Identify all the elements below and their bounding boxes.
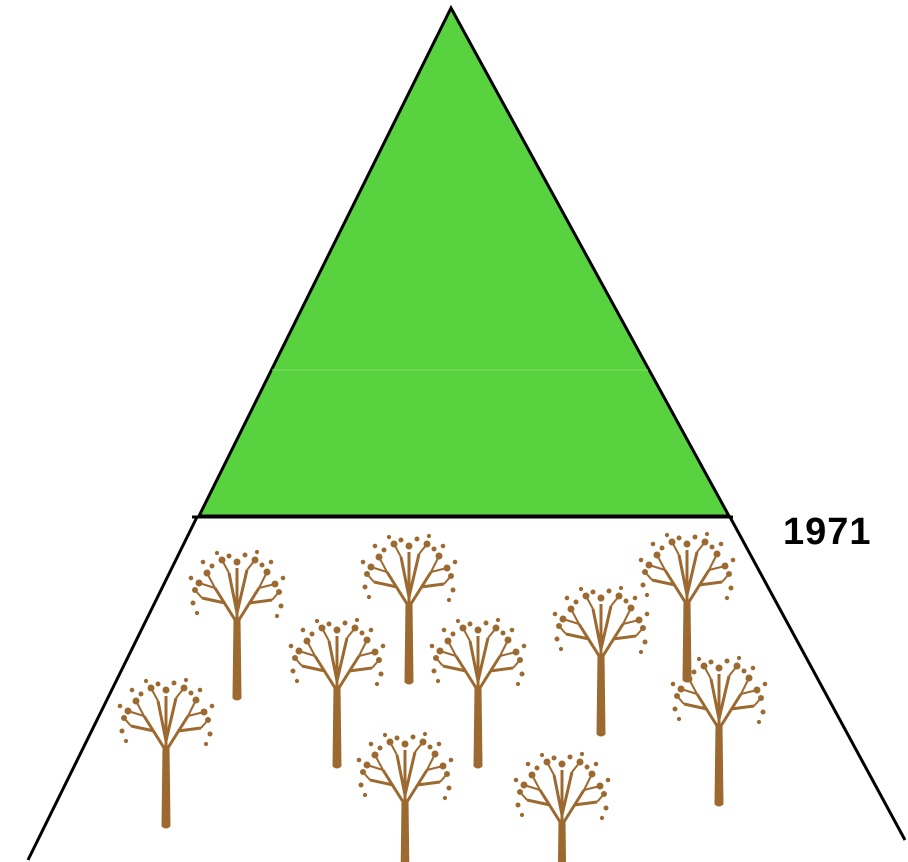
tree-group: [118, 532, 767, 862]
tree-icon: [671, 656, 767, 806]
pyramid-left-edge: [28, 517, 197, 860]
canopy-triangle: [199, 8, 729, 516]
tree-icon: [514, 752, 610, 862]
tree-icon: [118, 678, 214, 828]
tree-icon: [361, 534, 457, 684]
tree-icon: [430, 618, 526, 768]
tree-icon: [189, 550, 285, 700]
year-label: 1971: [783, 510, 872, 554]
tree-icon: [553, 586, 649, 736]
tree-icon: [639, 532, 735, 682]
tree-icon: [357, 732, 453, 862]
pyramid-right-edge: [730, 517, 905, 840]
